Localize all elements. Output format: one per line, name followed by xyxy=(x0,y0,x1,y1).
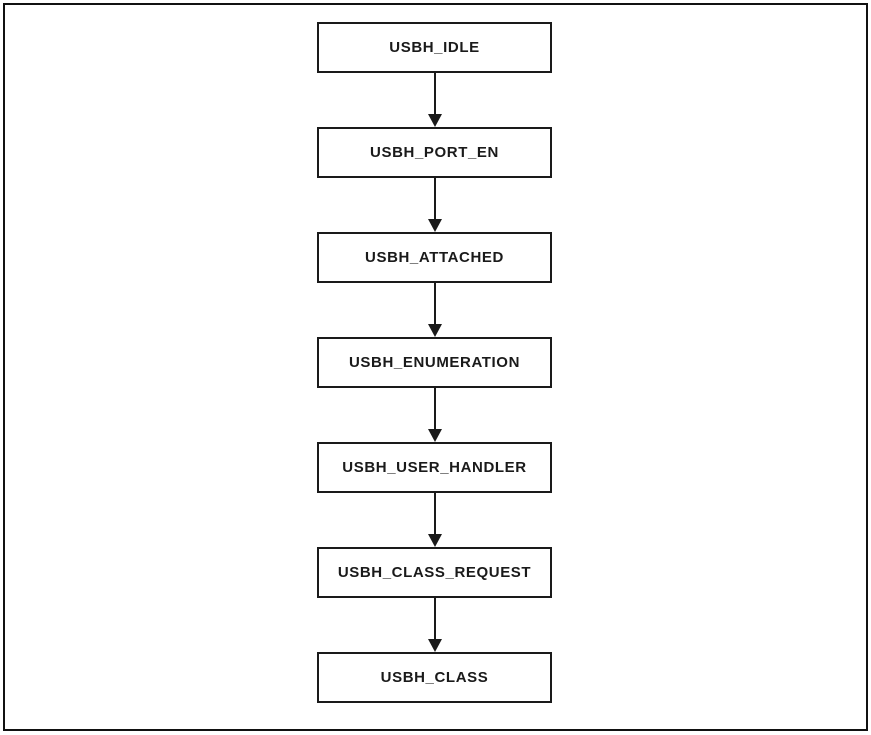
arrow-line xyxy=(433,73,436,116)
arrow-line xyxy=(433,178,436,221)
connector-arrow xyxy=(317,493,552,547)
arrow-line xyxy=(433,388,436,431)
arrow-down-icon xyxy=(427,219,442,232)
connector-arrow xyxy=(317,283,552,337)
connector-arrow xyxy=(317,598,552,652)
arrow-down-icon xyxy=(427,114,442,127)
arrow-line xyxy=(433,493,436,536)
state-node-usbh-attached: USBH_ATTACHED xyxy=(317,232,552,283)
usb-host-state-flowchart: USBH_IDLE USBH_PORT_EN USBH_ATTACHED USB… xyxy=(317,22,552,703)
arrow-line xyxy=(433,598,436,641)
connector-arrow xyxy=(317,388,552,442)
state-node-usbh-class-request: USBH_CLASS_REQUEST xyxy=(317,547,552,598)
state-node-usbh-class: USBH_CLASS xyxy=(317,652,552,703)
state-node-usbh-enumeration: USBH_ENUMERATION xyxy=(317,337,552,388)
arrow-down-icon xyxy=(427,639,442,652)
connector-arrow xyxy=(317,73,552,127)
arrow-down-icon xyxy=(427,534,442,547)
state-node-usbh-idle: USBH_IDLE xyxy=(317,22,552,73)
state-node-usbh-port-en: USBH_PORT_EN xyxy=(317,127,552,178)
arrow-line xyxy=(433,283,436,326)
arrow-down-icon xyxy=(427,324,442,337)
state-node-usbh-user-handler: USBH_USER_HANDLER xyxy=(317,442,552,493)
connector-arrow xyxy=(317,178,552,232)
arrow-down-icon xyxy=(427,429,442,442)
